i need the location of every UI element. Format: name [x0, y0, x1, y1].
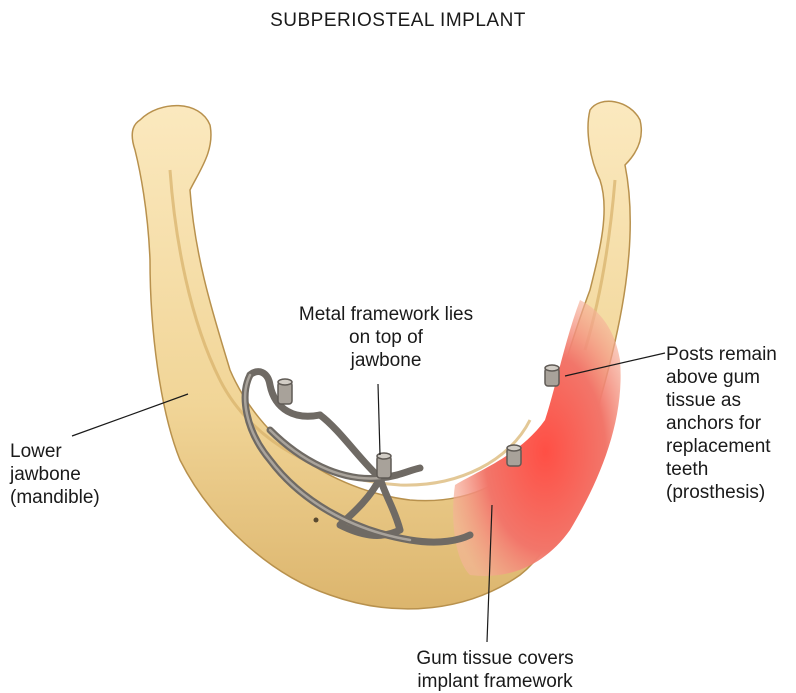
label-gum-tissue: Gum tissue covers implant framework [395, 647, 595, 693]
implant-post [507, 445, 521, 466]
label-lower-jawbone: Lower jawbone (mandible) [10, 440, 100, 509]
implant-post [278, 379, 292, 404]
label-metal-framework: Metal framework lies on top of jawbone [286, 303, 486, 372]
implant-post [377, 453, 391, 478]
implant-post [545, 365, 559, 386]
label-posts: Posts remain above gum tissue as anchors… [666, 343, 777, 504]
diagram-title: SUBPERIOSTEAL IMPLANT [0, 10, 796, 32]
